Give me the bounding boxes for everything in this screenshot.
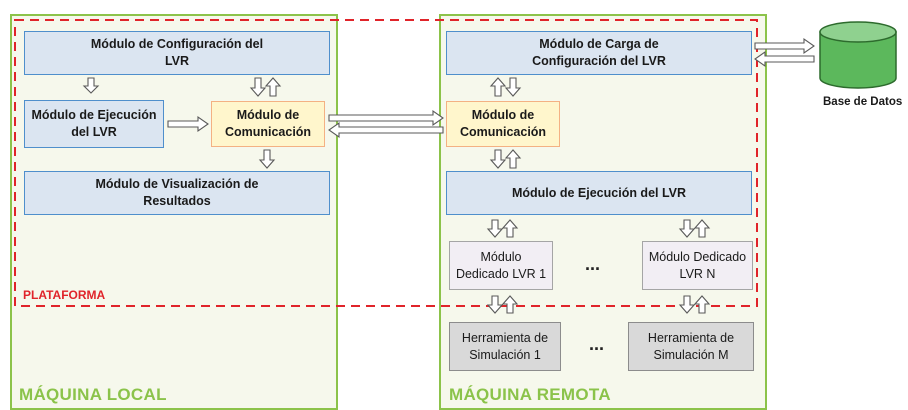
comm-module-local-label: Módulo de Comunicación bbox=[224, 108, 312, 139]
comm-module-local: Módulo de Comunicación bbox=[211, 101, 325, 147]
arrow-dedn-toolm-down bbox=[678, 295, 696, 314]
exec-module-local: Módulo de Ejecución del LVR bbox=[24, 100, 164, 148]
dedicated-module-1: Módulo Dedicado LVR 1 bbox=[449, 241, 553, 290]
database-label: Base de Datos bbox=[823, 96, 903, 108]
comm-module-remote-label: Módulo de Comunicación bbox=[459, 108, 547, 139]
simulation-tool-m-label: Herramienta de Simulación M bbox=[647, 330, 735, 362]
database-icon bbox=[819, 21, 897, 89]
arrow-config-comm-down bbox=[249, 77, 267, 97]
arrow-remote-to-local-comm bbox=[328, 121, 444, 139]
comm-module-remote: Módulo de Comunicación bbox=[446, 101, 560, 147]
platform-label: PLATAFORMA bbox=[23, 288, 106, 302]
local-machine-label: MÁQUINA LOCAL bbox=[19, 385, 167, 404]
arrow-comm-to-viz bbox=[258, 149, 276, 169]
remote-machine-label: MÁQUINA REMOTA bbox=[449, 385, 611, 404]
exec-module-remote: Módulo de Ejecución del LVR bbox=[446, 171, 752, 215]
platform-boundary bbox=[14, 19, 758, 307]
viz-module: Módulo de Visualización de Resultados bbox=[24, 171, 330, 215]
load-config-module-label: Módulo de Carga de Configuración del LVR bbox=[532, 37, 666, 68]
arrow-exec-to-comm bbox=[167, 115, 209, 133]
simulation-tool-1-label: Herramienta de Simulación 1 bbox=[461, 330, 549, 362]
dedicated-module-n: Módulo Dedicado LVR N bbox=[642, 241, 753, 290]
arrow-exec-ded1-down bbox=[486, 219, 504, 238]
exec-module-remote-label: Módulo de Ejecución del LVR bbox=[511, 185, 687, 200]
arrow-comm-exec-up bbox=[504, 149, 522, 169]
dedicated-module-n-label: Módulo Dedicado LVR N bbox=[648, 249, 747, 281]
arrow-comm-exec-down bbox=[489, 149, 507, 169]
arrow-db-to-loadconfig bbox=[754, 50, 815, 68]
viz-module-label: Módulo de Visualización de Resultados bbox=[95, 177, 259, 208]
arrow-ded1-tool1-up bbox=[501, 295, 519, 314]
arrow-dedn-toolm-up bbox=[693, 295, 711, 314]
arrow-config-to-exec bbox=[82, 77, 100, 94]
arrow-exec-dedn-down bbox=[678, 219, 696, 238]
config-module: Módulo de Configuración del LVR bbox=[24, 31, 330, 75]
simulation-tool-m: Herramienta de Simulación M bbox=[628, 322, 754, 371]
config-module-label: Módulo de Configuración del LVR bbox=[90, 37, 264, 68]
exec-module-local-label: Módulo de Ejecución del LVR bbox=[31, 108, 157, 139]
simulation-tools-ellipsis: ... bbox=[589, 334, 605, 354]
arrow-local-to-remote-comm bbox=[328, 109, 444, 127]
load-config-module: Módulo de Carga de Configuración del LVR bbox=[446, 31, 752, 75]
arrow-exec-dedn-up bbox=[693, 219, 711, 238]
arrow-ded1-tool1-down bbox=[486, 295, 504, 314]
simulation-tool-1: Herramienta de Simulación 1 bbox=[449, 322, 561, 371]
dedicated-modules-ellipsis: ... bbox=[585, 254, 601, 274]
arrow-loadconfig-comm-up bbox=[489, 77, 507, 97]
arrow-loadconfig-comm-down bbox=[504, 77, 522, 97]
arrow-exec-ded1-up bbox=[501, 219, 519, 238]
arrow-config-comm-up bbox=[264, 77, 282, 97]
arrow-loadconfig-to-db bbox=[754, 37, 815, 55]
dedicated-module-1-label: Módulo Dedicado LVR 1 bbox=[455, 249, 547, 281]
